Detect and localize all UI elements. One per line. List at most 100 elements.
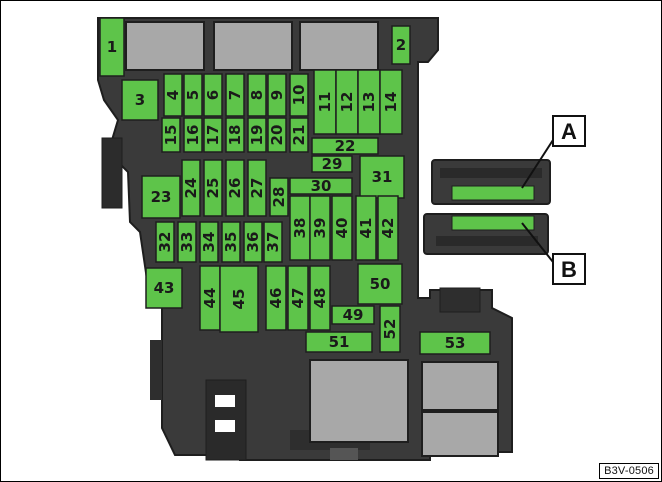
fuse-body [355,195,377,261]
fuse-12: 12 [335,69,359,135]
relay [421,361,499,411]
spare-fuse-holders [423,159,551,255]
fuse-number: 2 [396,36,406,54]
fuse-body [225,159,245,217]
fuse-11: 11 [313,69,337,135]
fuse-number: 46 [267,288,285,309]
fuse-body [309,195,331,261]
fuse-14: 14 [379,69,403,135]
fuse-body [289,73,309,117]
fuse-46: 46 [265,265,287,331]
fuse-number: 17 [204,125,222,146]
fuse-number: 10 [290,85,308,106]
fuse-body [247,117,267,153]
fuse-number: 32 [156,232,174,253]
fuse-35: 35 [221,221,241,263]
fuse-34: 34 [199,221,219,263]
fuse-number: 38 [291,218,309,239]
fuse-24: 24 [181,159,201,217]
fuse-number: 28 [270,187,288,208]
fuse-body [267,117,287,153]
fuse-body [247,73,267,117]
fuse-number: 36 [244,232,262,253]
fuse-21: 21 [289,117,309,153]
fuse-36: 36 [243,221,263,263]
fuse-number: 1 [107,38,117,56]
fuse-number: 50 [370,275,391,293]
fuse-body [287,265,309,331]
fuse-body [247,159,267,217]
fuse-18: 18 [225,117,245,153]
fuse-1: 1 [99,17,125,77]
fuse-39: 39 [309,195,331,261]
fuse-13: 13 [357,69,381,135]
fuse-4: 4 [163,73,183,117]
relay [309,359,409,443]
callout-label-a: A [561,119,577,144]
fuse-number: 9 [268,90,286,100]
fuse-28: 28 [269,177,289,217]
fuse-body [177,221,197,263]
fuse-52: 52 [379,305,401,353]
fuse-number: 34 [200,232,218,253]
fuse-body [225,73,245,117]
fuse-47: 47 [287,265,309,331]
fuse-38: 38 [289,195,311,261]
fuse-body [267,73,287,117]
fuse-41: 41 [355,195,377,261]
relay [213,21,293,71]
fuse-body [357,263,403,305]
fuse-body [243,221,263,263]
fuse-body [183,73,203,117]
fuse-27: 27 [247,159,267,217]
fuse-body [163,73,183,117]
fuse-body [183,117,203,153]
fuse-body [155,221,175,263]
fuse-26: 26 [225,159,245,217]
fuse-body [141,175,181,219]
fuse-number: 44 [201,288,219,309]
fuse-49: 49 [331,305,375,325]
fuse-number: 5 [184,90,202,100]
fuse-number: 11 [316,92,334,113]
fuse-48: 48 [309,265,331,331]
fuse-body [331,305,375,325]
callout-label-b: B [561,257,577,282]
fuse-body [203,117,223,153]
fuse-number: 26 [226,178,244,199]
fuse-number: 22 [335,137,356,155]
fuse-body [377,195,399,261]
fuse-number: 30 [311,177,332,195]
fuse-body [203,73,223,117]
fuse-51: 51 [305,331,373,353]
fuse-40: 40 [331,195,353,261]
fuse-body [181,159,201,217]
fuse-31: 31 [359,155,405,199]
fuse-number: 43 [154,279,175,297]
fuse-number: 31 [372,168,393,186]
fuse-body [359,155,405,199]
fuse-3: 3 [121,79,159,121]
fuse-body [311,155,353,173]
fuse-20: 20 [267,117,287,153]
fuse-number: 40 [333,218,351,239]
fuse-body [161,117,181,153]
fuse-number: 41 [357,218,375,239]
callout-leaders [521,139,554,263]
fuse-number: 4 [164,90,182,100]
relay [421,411,499,457]
fuse-number: 14 [382,92,400,113]
fuse-number: 20 [268,125,286,146]
fuse-body [121,79,159,121]
fuse-number: 35 [222,232,240,253]
fuse-body [305,331,373,353]
relay [125,21,205,71]
fuse-body [225,117,245,153]
fuse-43: 43 [145,267,183,309]
fuse-body [265,265,287,331]
fuse-body [289,177,353,195]
fuse-6: 6 [203,73,223,117]
fuse-50: 50 [357,263,403,305]
callout-A: A [552,115,586,147]
